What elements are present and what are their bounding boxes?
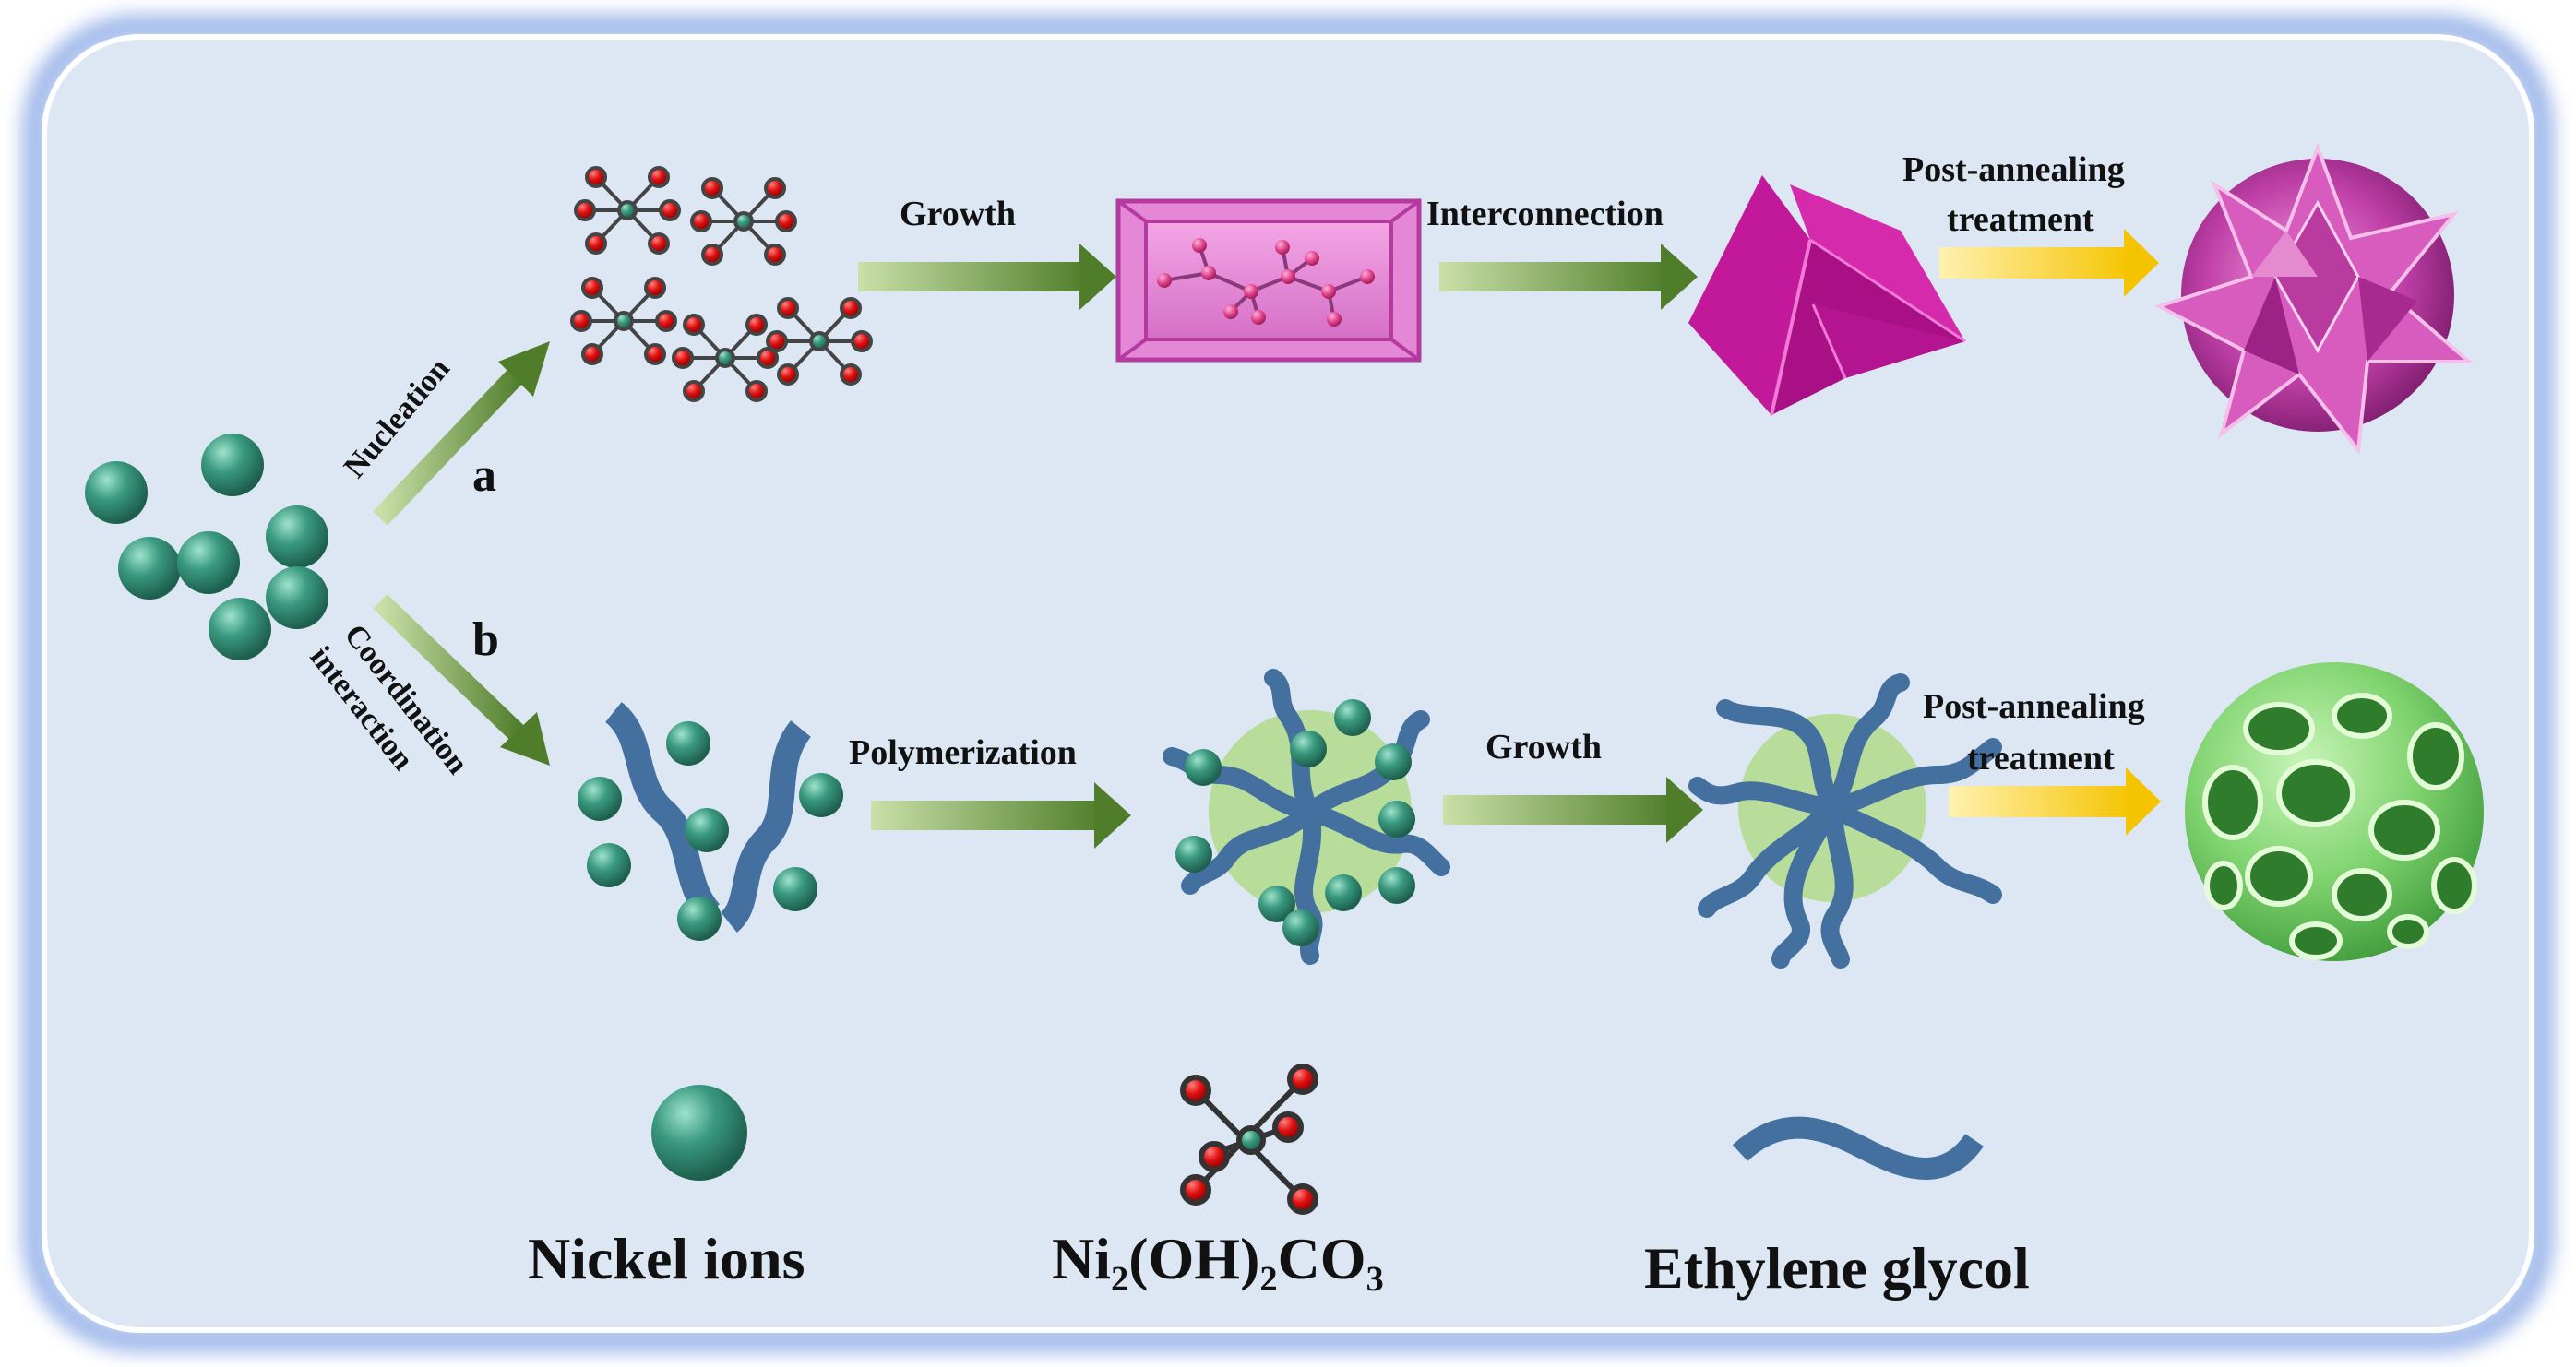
treatment-label-b: treatment xyxy=(1967,739,2115,778)
interconnection-arrow xyxy=(1439,244,1698,310)
annealing-arrow-b xyxy=(1949,767,2161,836)
interconnection-label: Interconnection xyxy=(1426,195,1664,233)
legend-ni-carbonate-icon xyxy=(1180,1064,1318,1215)
branch-label-a: a xyxy=(472,449,496,502)
legend-nickel-label: Nickel ions xyxy=(528,1226,805,1291)
growth-label-a: Growth xyxy=(900,195,1016,233)
frame-glow xyxy=(22,15,2554,1352)
polymerization-label: Polymerization xyxy=(849,733,1077,772)
growth-arrow-a xyxy=(858,244,1116,310)
growth-label-b: Growth xyxy=(1485,728,1602,767)
legend-ni-carbonate-label: Ni₂(OH)₂CO₃ xyxy=(1052,1226,1384,1291)
annealing-arrow-a xyxy=(1939,229,2159,297)
polymer-cluster xyxy=(1163,669,1450,965)
nuclei-cluster xyxy=(570,166,873,402)
branch-label-b: b xyxy=(472,613,499,666)
porous-sphere xyxy=(2185,662,2484,961)
polymerization-arrow xyxy=(871,782,1131,849)
legend-glycol-label: Ethylene glycol xyxy=(1644,1235,2030,1301)
treatment-label-a: treatment xyxy=(1947,200,2094,239)
interconnected-sheets xyxy=(1688,175,1966,416)
flower-like-particle xyxy=(2153,142,2475,456)
post-annealing-label-a: Post-annealing xyxy=(1902,150,2125,189)
legend-nickel-icon xyxy=(651,1085,747,1181)
post-annealing-label-b: Post-annealing xyxy=(1923,687,2145,726)
branch-arrow-a xyxy=(373,341,550,526)
legend-glycol-icon xyxy=(1732,1116,1984,1180)
growth-arrow-b xyxy=(1443,777,1703,843)
branch-arrow-b xyxy=(373,594,550,766)
glycol-nickel-mixture xyxy=(578,702,843,941)
grown-polymer-cluster xyxy=(1688,673,2002,969)
crystal-box xyxy=(1115,198,1422,363)
legend: Nickel ions Ni₂(OH)₂CO₃ Ethylene glycol xyxy=(528,1064,2030,1301)
